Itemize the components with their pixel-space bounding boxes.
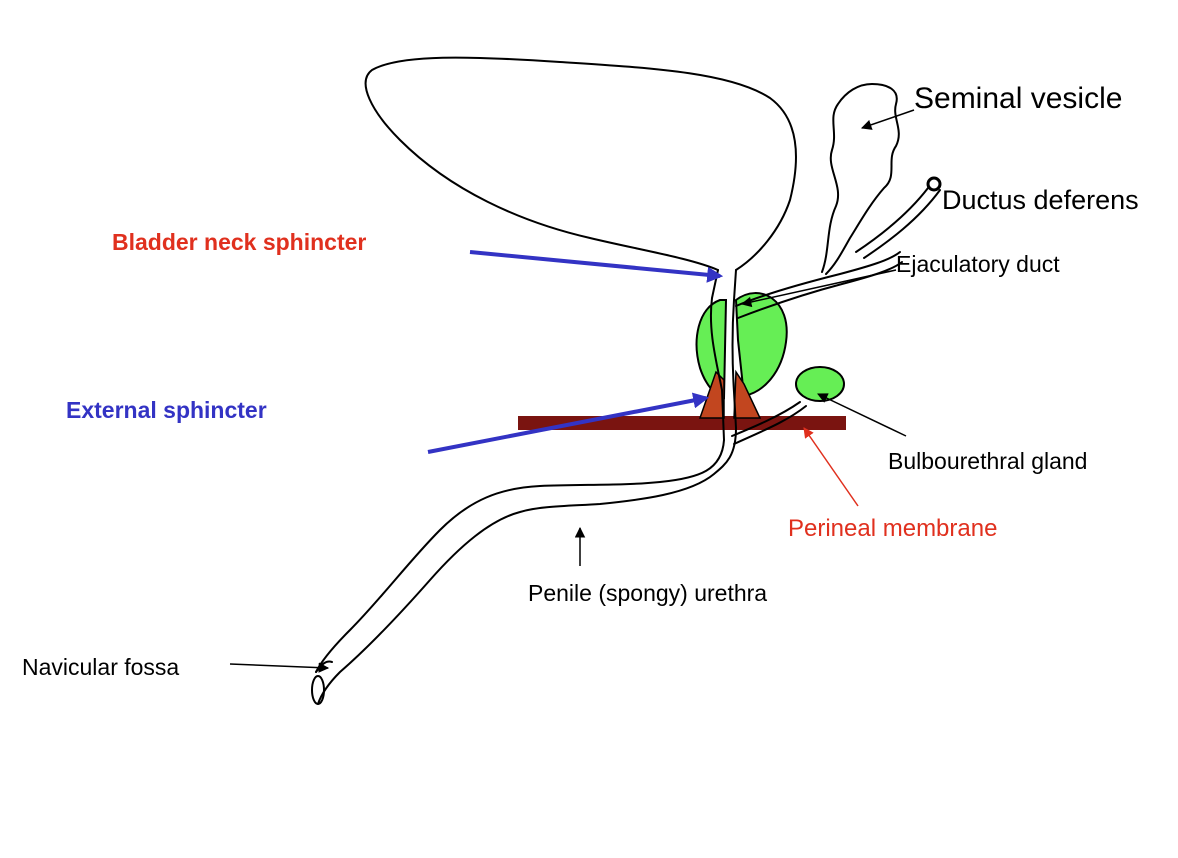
seminal-vesicle-arrow bbox=[861, 109, 915, 130]
ejaculatory-duct-arrow bbox=[740, 269, 897, 308]
urethra-outline-lower bbox=[317, 269, 737, 705]
bulbourethral-arrow bbox=[817, 393, 907, 437]
bulbourethral-gland-shape bbox=[795, 366, 845, 402]
ductus-deferens-outline bbox=[855, 187, 941, 259]
label-bulbourethral-gland: Bulbourethral gland bbox=[888, 448, 1087, 474]
navicular-fossa-opening bbox=[311, 675, 325, 705]
label-perineal-membrane: Perineal membrane bbox=[788, 515, 997, 542]
label-seminal-vesicle: Seminal vesicle bbox=[914, 82, 1122, 115]
bladder-neck-arrow bbox=[469, 250, 724, 283]
label-navicular-fossa: Navicular fossa bbox=[22, 654, 179, 680]
label-ductus-deferens: Ductus deferens bbox=[942, 185, 1139, 215]
bulbourethral-duct bbox=[731, 401, 807, 445]
ductus-deferens-end bbox=[926, 176, 942, 192]
label-ejaculatory-duct: Ejaculatory duct bbox=[896, 251, 1060, 277]
external-sphincter-arrow bbox=[427, 392, 710, 454]
label-external-sphincter: External sphincter bbox=[66, 397, 267, 423]
urethra-outline bbox=[315, 269, 725, 673]
external-sphincter-shape bbox=[698, 369, 762, 419]
navicular-fossa-arrow bbox=[229, 662, 330, 673]
label-bladder-neck-sphincter: Bladder neck sphincter bbox=[112, 229, 366, 255]
perineal-membrane-arrow bbox=[803, 427, 859, 507]
seminal-vesicle-outline bbox=[821, 83, 900, 275]
bladder-outline bbox=[364, 56, 797, 271]
ejaculatory-duct-outline bbox=[735, 251, 903, 319]
label-penile-urethra: Penile (spongy) urethra bbox=[528, 580, 767, 606]
